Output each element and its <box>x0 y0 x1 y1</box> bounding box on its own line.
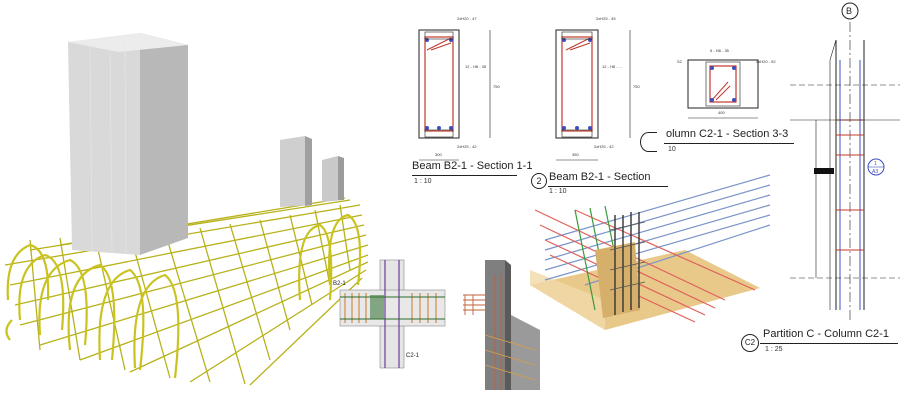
partition-column-elevation: B 1 A3 <box>790 2 900 320</box>
partition-title: Partition C - Column C2-1 <box>763 328 889 340</box>
joint-beam-label: B2-1 <box>333 281 346 287</box>
grid-bubble-label: B <box>846 6 852 16</box>
column-section-3-3-title: olumn C2-1 - Section 3-3 <box>666 128 789 140</box>
beam-section-2-title: Beam B2-1 - Section <box>549 171 651 183</box>
beam-2-bottom-note: 2xH25 - 42 <box>594 144 614 149</box>
beam-2-top-note: 2xH25 - 45 <box>596 16 616 21</box>
beam-1-bottom-note: 2xH25 - 42 <box>457 144 477 149</box>
column-section-3-3-scale: 10 <box>668 146 676 153</box>
column-section-3-3-drawing: 5 - H8 - 35 4xH20 - 52 S2 400 <box>677 48 776 119</box>
column-small-mid <box>280 136 312 207</box>
beam-2-side-note: 12 - H8 - ... <box>602 64 622 69</box>
beam-1-dim-w: 300 <box>435 152 442 157</box>
beam-1-dim-h: 750 <box>493 84 500 89</box>
section-marker-2: 2 <box>531 173 547 189</box>
title-underline <box>412 175 517 176</box>
wall-corner-rebar-model <box>463 260 540 390</box>
column-dim-w: 400 <box>718 110 725 115</box>
column-small-far <box>322 156 344 202</box>
beam-section-1-1-scale: 1 : 10 <box>414 178 432 185</box>
beam-2-dim-h: 750 <box>633 84 640 89</box>
callout-bottom: A3 <box>872 169 878 175</box>
section-marker-partial <box>640 132 657 152</box>
title-underline <box>664 143 794 144</box>
beam-section-1-1-title: Beam B2-1 - Section 1-1 <box>412 160 533 172</box>
partition-marker: C2 <box>741 334 759 352</box>
beam-column-joint-model: B2-1 C2-1 <box>333 259 446 369</box>
beam-section-2-drawing: 2xH25 - 45 12 - H8 - ... 2xH25 - 42 750 … <box>555 16 640 161</box>
column-right-note: 4xH20 - 52 <box>756 59 776 64</box>
beam-section-1-1-drawing: 2xH20 - 47 12 - H8 - 35 2xH25 - 42 750 3… <box>418 16 500 161</box>
beam-section-2-scale: 1 : 10 <box>549 188 567 195</box>
joint-column-label: C2-1 <box>406 353 420 359</box>
footing-rebar-3d-model <box>4 33 369 386</box>
callout-top: 1 <box>874 161 877 167</box>
beam-2-dim-w: 350 <box>572 152 579 157</box>
title-underline <box>548 186 668 187</box>
title-underline <box>760 343 898 344</box>
slab-rebar-3d-model <box>530 174 771 330</box>
column-left-note: S2 <box>677 59 683 64</box>
column-top-note: 5 - H8 - 35 <box>710 48 730 53</box>
partition-scale: 1 : 25 <box>765 346 783 353</box>
beam-1-side-note: 12 - H8 - 35 <box>465 64 487 69</box>
column-tall <box>68 33 188 255</box>
beam-1-top-note: 2xH20 - 47 <box>457 16 477 21</box>
